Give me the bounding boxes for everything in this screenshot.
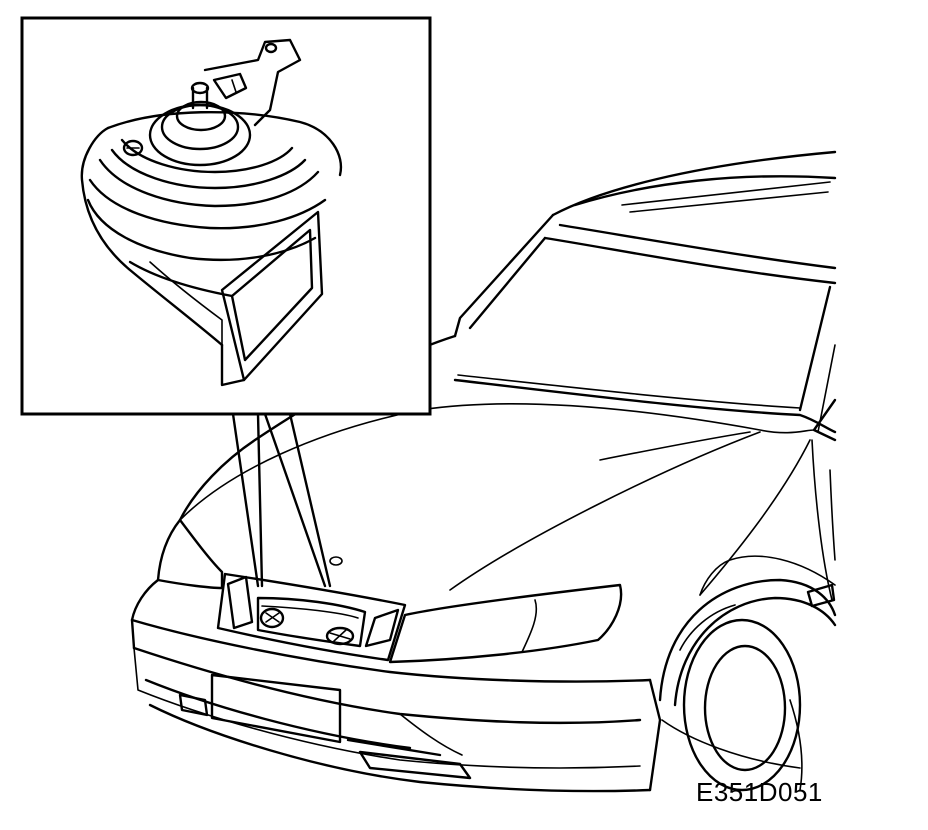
windshield xyxy=(453,150,837,434)
hood xyxy=(178,334,815,591)
front-bumper xyxy=(130,578,662,793)
horn-installed xyxy=(259,607,285,629)
callout-pointer xyxy=(231,412,332,588)
horn-detail-icon xyxy=(80,38,343,387)
grille xyxy=(216,572,407,662)
headlight-right xyxy=(388,583,623,664)
detail-inset xyxy=(20,16,432,416)
headlight-left xyxy=(156,518,224,590)
car-front-view xyxy=(130,150,837,793)
figure-code-label: E351D051 xyxy=(696,777,823,807)
front-wheel xyxy=(658,555,837,792)
